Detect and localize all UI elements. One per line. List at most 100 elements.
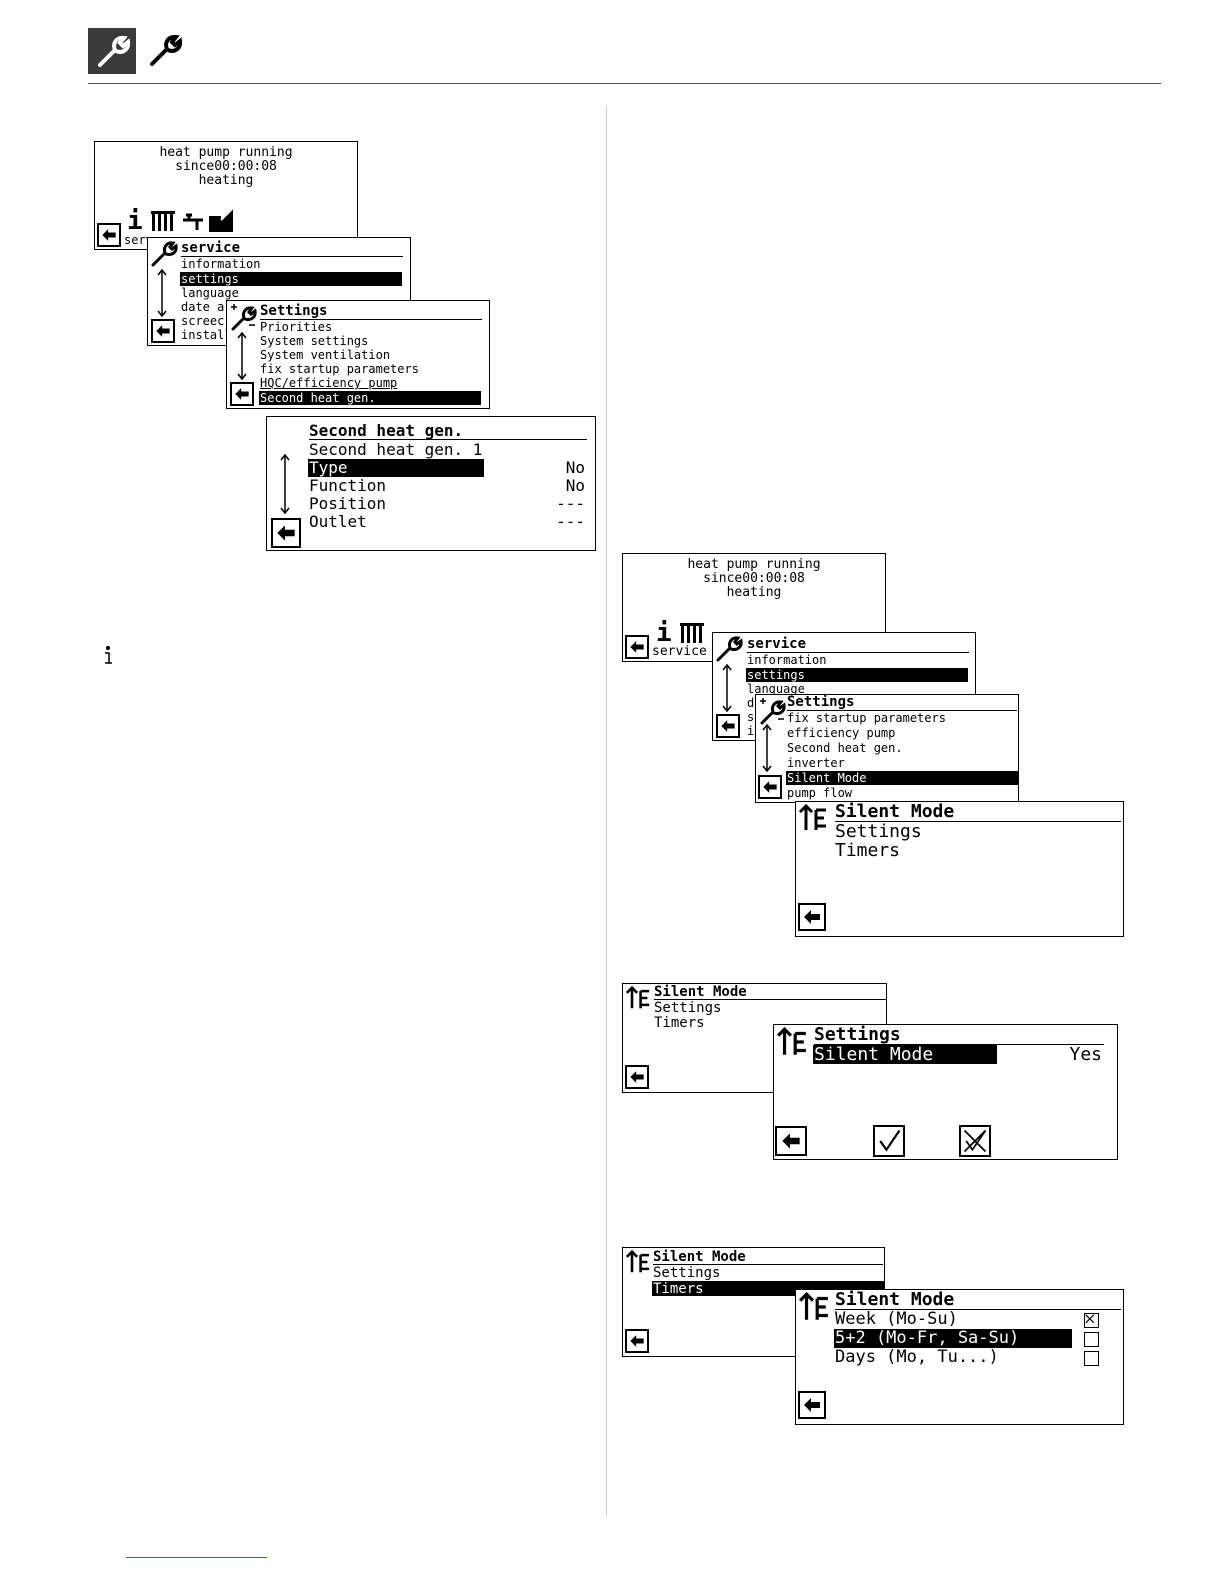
row-value[interactable]: --- bbox=[556, 494, 585, 513]
settings-menu-screen: Settings Priorities System settings Syst… bbox=[226, 300, 490, 409]
menu-item[interactable]: Settings bbox=[653, 1265, 721, 1281]
setting-value[interactable]: Yes bbox=[1069, 1044, 1102, 1065]
scroll-indicator[interactable] bbox=[157, 268, 167, 318]
back-button[interactable] bbox=[271, 518, 301, 548]
title-rule bbox=[653, 1264, 883, 1265]
row-value[interactable]: No bbox=[565, 458, 585, 477]
status-line: since00:00:08 bbox=[175, 159, 277, 174]
row-label[interactable]: Outlet bbox=[309, 512, 367, 531]
radiator-icon[interactable] bbox=[679, 621, 705, 643]
menu-item[interactable]: System settings bbox=[260, 334, 369, 348]
info-icon[interactable]: i bbox=[127, 206, 143, 236]
status-line: heating bbox=[198, 173, 254, 188]
selection-highlight bbox=[813, 1045, 997, 1064]
back-button[interactable] bbox=[758, 775, 782, 799]
option-label[interactable]: 5+2 (Mo-Fr, Sa-Su) bbox=[835, 1328, 1020, 1348]
title-rule bbox=[787, 710, 1017, 711]
row-value[interactable]: No bbox=[565, 476, 585, 495]
back-button[interactable] bbox=[230, 382, 254, 406]
menu-item[interactable]: System ventilation bbox=[260, 348, 391, 362]
menu-item[interactable]: Settings bbox=[654, 1000, 722, 1016]
menu-title: service bbox=[181, 240, 241, 256]
back-button[interactable] bbox=[625, 635, 649, 659]
cooling-icon[interactable] bbox=[207, 206, 235, 232]
back-button[interactable] bbox=[151, 319, 175, 343]
menu-title: service bbox=[747, 636, 807, 652]
menu-item[interactable]: settings bbox=[747, 668, 805, 682]
wrench-icon bbox=[715, 635, 743, 663]
back-button[interactable] bbox=[775, 1126, 807, 1156]
menu-item[interactable]: Silent Mode bbox=[787, 771, 867, 785]
menu-item[interactable]: date a bbox=[181, 300, 225, 314]
setting-label[interactable]: Silent Mode bbox=[814, 1044, 934, 1065]
scroll-indicator[interactable] bbox=[237, 331, 247, 381]
back-button[interactable] bbox=[97, 223, 121, 247]
row-value[interactable]: --- bbox=[556, 512, 585, 531]
menu-item[interactable]: inverter bbox=[787, 756, 845, 770]
screen-title: Silent Mode bbox=[653, 1249, 746, 1265]
menu-item[interactable]: Timers bbox=[653, 1281, 704, 1297]
menu-item[interactable]: settings bbox=[181, 272, 239, 286]
cancel-icon[interactable] bbox=[959, 1125, 991, 1157]
row-label[interactable]: Position bbox=[309, 494, 387, 513]
menu-item[interactable]: installa bbox=[181, 328, 239, 342]
silent-mode-icon bbox=[625, 1249, 651, 1274]
menu-item[interactable]: s bbox=[747, 710, 755, 724]
selection-highlight bbox=[746, 668, 968, 682]
back-button[interactable] bbox=[625, 1065, 649, 1089]
row-label[interactable]: Type bbox=[309, 458, 348, 477]
menu-item[interactable]: HQC/efficiency pump bbox=[260, 376, 398, 390]
menu-title: Settings bbox=[260, 303, 328, 319]
scroll-indicator[interactable] bbox=[762, 723, 772, 773]
scroll-indicator[interactable] bbox=[280, 453, 290, 515]
checkbox[interactable] bbox=[1084, 1332, 1099, 1347]
settings-menu-screen: Settings fix startup parameters efficien… bbox=[755, 694, 1019, 803]
title-rule bbox=[309, 439, 587, 440]
title-rule bbox=[814, 1044, 1104, 1045]
scroll-indicator[interactable] bbox=[722, 663, 732, 713]
menu-item[interactable]: information bbox=[181, 257, 261, 271]
back-button[interactable] bbox=[798, 903, 826, 931]
menu-item[interactable]: Settings bbox=[835, 821, 922, 842]
status-line: heat pump running bbox=[687, 557, 821, 572]
checkbox-checked[interactable] bbox=[1084, 1313, 1099, 1328]
menu-item[interactable]: efficiency pump bbox=[787, 726, 896, 740]
menu-item[interactable]: language bbox=[747, 682, 805, 696]
confirm-icon[interactable] bbox=[873, 1125, 905, 1157]
silent-mode-screen: Silent Mode Settings Timers bbox=[622, 1247, 885, 1357]
menu-item[interactable]: Timers bbox=[835, 840, 901, 861]
corner-label: service bbox=[652, 644, 707, 659]
back-button[interactable] bbox=[716, 714, 740, 738]
silent-mode-icon bbox=[798, 803, 828, 832]
selection-highlight bbox=[786, 771, 1018, 785]
status-screen: heat pump running since00:00:08 heating … bbox=[94, 141, 358, 250]
screen-title: Silent Mode bbox=[654, 984, 747, 1000]
tap-icon[interactable] bbox=[181, 212, 205, 232]
back-button[interactable] bbox=[798, 1391, 826, 1419]
menu-item[interactable]: screec bbox=[181, 314, 225, 328]
screen-title: Silent Mode bbox=[835, 801, 955, 822]
menu-item[interactable]: Priorities bbox=[260, 320, 333, 334]
option-label[interactable]: Week (Mo-Su) bbox=[835, 1309, 958, 1329]
title-rule bbox=[260, 319, 482, 320]
menu-item[interactable]: Second heat gen. bbox=[787, 741, 903, 755]
menu-item[interactable]: fix startup parameters bbox=[787, 711, 946, 725]
column-divider bbox=[606, 106, 607, 1516]
menu-item[interactable]: fix startup parameters bbox=[260, 362, 419, 376]
menu-item[interactable]: Second heat gen. bbox=[260, 391, 376, 405]
radiator-icon[interactable] bbox=[150, 209, 176, 231]
row-label[interactable]: Function bbox=[309, 476, 387, 495]
info-icon[interactable]: i bbox=[656, 618, 672, 648]
checkbox[interactable] bbox=[1084, 1351, 1099, 1366]
menu-item[interactable]: Timers bbox=[654, 1015, 705, 1031]
menu-item[interactable]: pump flow bbox=[787, 786, 853, 800]
menu-item[interactable]: information bbox=[747, 653, 827, 667]
menu-item[interactable]: d bbox=[747, 696, 755, 710]
silent-mode-screen: Silent Mode Settings Timers bbox=[795, 801, 1124, 937]
title-rule bbox=[835, 821, 1121, 822]
menu-item[interactable]: language bbox=[181, 286, 239, 300]
back-button[interactable] bbox=[625, 1329, 649, 1353]
title-rule bbox=[654, 999, 886, 1000]
footer-link-underline[interactable] bbox=[126, 1557, 267, 1558]
option-label[interactable]: Days (Mo, Tu...) bbox=[835, 1347, 999, 1367]
